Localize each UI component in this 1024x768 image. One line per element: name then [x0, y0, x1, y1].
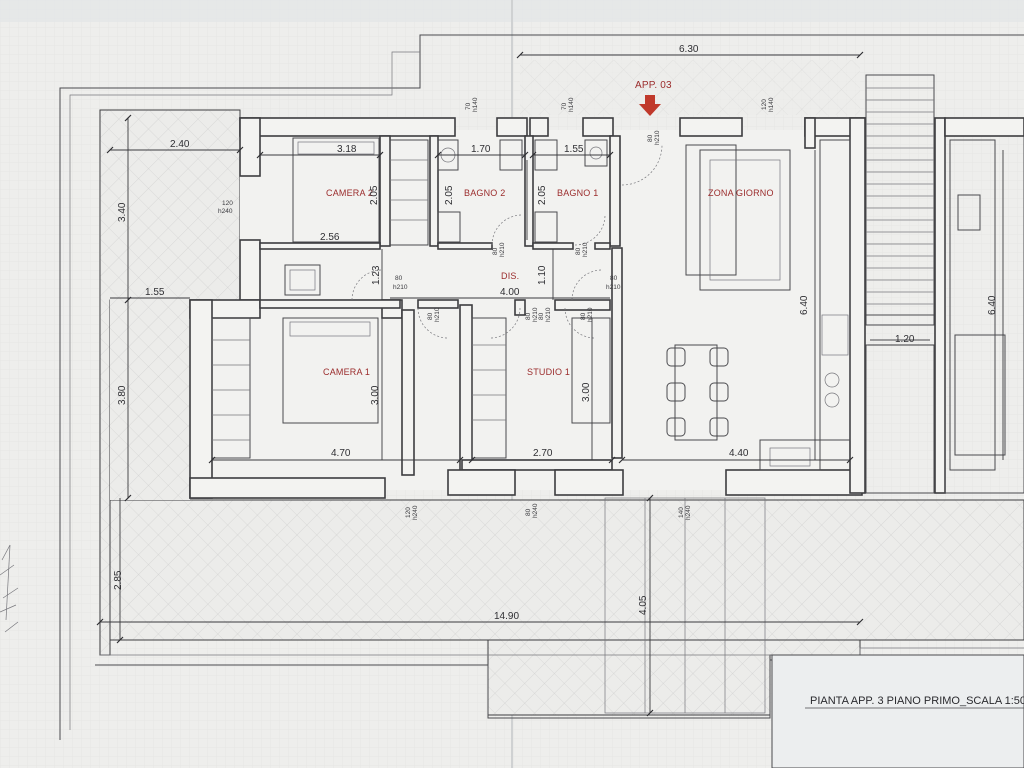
- dim-text: 1.55: [145, 287, 165, 298]
- drawing-title: PIANTA APP. 3 PIANO PRIMO_SCALA 1:50: [810, 695, 1024, 707]
- opening-height: h210: [545, 307, 552, 322]
- unit-label: APP. 03: [635, 80, 672, 91]
- dim-text: 6.30: [679, 44, 699, 55]
- opening-width: 80: [427, 312, 434, 320]
- sheet-frame-inner: [69, 51, 420, 730]
- opening-width: 80: [580, 312, 587, 320]
- dim-text: 2.05: [537, 185, 548, 205]
- dim-text: 14.90: [494, 611, 519, 622]
- opening-height: h240: [532, 503, 539, 518]
- walls: [189, 117, 946, 499]
- dim-text: 3.00: [370, 385, 381, 405]
- dim-text: 3.80: [117, 385, 128, 405]
- interior-floor-2: [192, 300, 382, 495]
- dim-text: 1.10: [537, 265, 548, 285]
- upper-terrace: [520, 60, 860, 115]
- dim-text: 2.85: [113, 570, 124, 590]
- terrace-south: [109, 499, 1024, 641]
- opening-width: 70: [465, 102, 472, 110]
- dim-text: 4.00: [500, 287, 520, 298]
- opening-height: h240: [412, 505, 419, 520]
- opening-width: 80: [395, 275, 403, 282]
- furniture: [211, 137, 851, 471]
- opening-width: 80: [538, 312, 545, 320]
- room-label-bagno1: BAGNO 1: [557, 188, 598, 198]
- terrace-west: [110, 118, 238, 300]
- opening-width: 80: [610, 275, 618, 282]
- dim-text: 2.40: [170, 139, 190, 150]
- opening-height: h240: [685, 505, 692, 520]
- room-label-camera1: CAMERA 1: [323, 367, 370, 377]
- terrace-bottom-strip-2: [100, 647, 1024, 656]
- dim-text: 2.70: [533, 448, 553, 459]
- entrance-arrow-icon: [639, 95, 661, 116]
- opening-width: 120: [761, 99, 768, 110]
- title-block: [771, 654, 1024, 768]
- dim-text: 1.23: [371, 265, 382, 285]
- opening-width: 80: [525, 312, 532, 320]
- opening-width: 120: [222, 200, 233, 207]
- opening-height: h210: [587, 307, 594, 322]
- staircase: [865, 74, 935, 494]
- sheet-frame: [59, 34, 1024, 740]
- opening-width: 120: [405, 507, 412, 518]
- opening-height: h140: [768, 97, 775, 112]
- dim-text: 1.70: [471, 144, 491, 155]
- adjacent-unit: [944, 117, 1024, 494]
- window-bays: [604, 497, 766, 714]
- opening-annotations: 70 h140 70 h140 120 h140 80 h210 120 h24…: [218, 97, 775, 520]
- opening-width: 80: [492, 247, 499, 255]
- door-swings: [351, 144, 663, 339]
- dim-text: 2.56: [320, 232, 340, 243]
- dim-text: 3.18: [337, 144, 357, 155]
- dim-text: 4.70: [331, 448, 351, 459]
- room-label-camera2: CAMERA 2: [326, 188, 373, 198]
- dimension-lines: [100, 54, 1004, 713]
- opening-width: 80: [575, 247, 582, 255]
- opening-height: h210: [606, 284, 621, 291]
- opening-width: 140: [678, 507, 685, 518]
- dimension-ticks: [96, 51, 864, 717]
- dim-text: 3.40: [117, 202, 128, 222]
- opening-height: h240: [218, 208, 233, 215]
- room-label-dis: DIS.: [501, 271, 519, 281]
- room-label-zona-giorno: ZONA GIORNO: [708, 188, 774, 198]
- opening-height: h210: [532, 307, 539, 322]
- dim-text: 3.00: [581, 382, 592, 402]
- opening-width: 70: [561, 102, 568, 110]
- terrace-west-lower: [110, 300, 190, 500]
- opening-height: h140: [472, 97, 479, 112]
- dim-text: 4.05: [638, 595, 649, 615]
- dim-text: 1.20: [895, 334, 915, 345]
- dim-text: 4.40: [729, 448, 749, 459]
- room-label-studio1: STUDIO 1: [527, 367, 570, 377]
- dim-text: 2.05: [444, 185, 455, 205]
- opening-width: 80: [647, 134, 654, 142]
- opening-width: 80: [525, 508, 532, 516]
- dim-text: 6.40: [799, 295, 810, 315]
- opening-height: h210: [582, 242, 589, 257]
- room-label-bagno2: BAGNO 2: [464, 188, 505, 198]
- opening-height: h210: [393, 284, 408, 291]
- opening-height: h210: [434, 307, 441, 322]
- plant-icon: [0, 544, 19, 633]
- opening-height: h140: [568, 97, 575, 112]
- dim-text: 2.05: [369, 185, 380, 205]
- opening-height: h210: [499, 242, 506, 257]
- dim-text: 6.40: [987, 295, 998, 315]
- dim-text: 1.55: [564, 144, 584, 155]
- opening-height: h210: [654, 130, 661, 145]
